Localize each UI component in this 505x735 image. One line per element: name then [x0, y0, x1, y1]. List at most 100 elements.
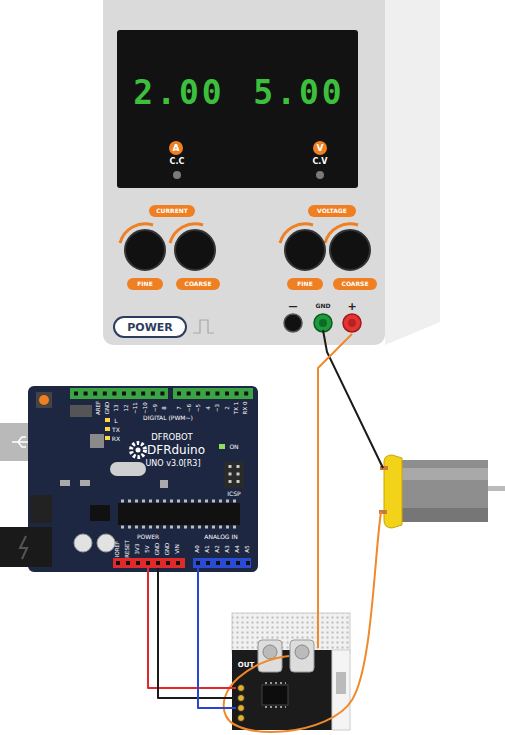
pin-name: A1 [205, 545, 211, 552]
knob-label: FINE [137, 281, 152, 287]
mode-label: C.V [312, 158, 327, 166]
power-supply [333, 278, 377, 290]
power-supply [330, 230, 370, 270]
power-supply [125, 230, 165, 270]
terminal-ground: GND [312, 298, 334, 334]
power-supply [193, 320, 214, 333]
pin-name: IOREF [115, 541, 121, 557]
power-supply [114, 317, 186, 337]
arduino-board [36, 392, 52, 408]
arduino-board [224, 462, 244, 488]
arduino-board [74, 534, 92, 552]
pin-name: 5V [145, 545, 151, 552]
header-pin: A0 [193, 540, 203, 568]
pin-name: RESET [125, 540, 131, 558]
header-title: POWER [137, 534, 159, 540]
dc-motor [488, 486, 505, 491]
header-title: ICSP [227, 491, 240, 497]
arduino-board [136, 448, 141, 453]
arduino-board [219, 444, 225, 449]
arduino-board [60, 480, 70, 486]
wire [148, 568, 236, 688]
pin-name: 7 [177, 406, 183, 410]
power-supply [308, 205, 356, 217]
header-pin: GND [153, 540, 163, 568]
pin-name: A2 [215, 545, 221, 552]
pin-name: A3 [225, 545, 231, 552]
pin-name: 4 [206, 406, 212, 410]
current-sensor [336, 672, 346, 694]
arduino-board [74, 392, 251, 396]
wire [318, 334, 352, 648]
pin-name: A0 [195, 545, 201, 552]
pin-name: ~6 [187, 404, 193, 412]
arduino-board [90, 434, 104, 448]
pin-name: GND [155, 543, 161, 556]
current-sensor [332, 650, 350, 730]
arduino-board [110, 462, 146, 476]
current-sensor [295, 645, 309, 659]
dc-motor [380, 466, 388, 470]
terminal-plus: + [341, 298, 363, 334]
knob-group-label: VOLTAGE [317, 208, 347, 214]
display-reading: 5.00 [253, 76, 344, 109]
board-brand: DFROBOT [151, 433, 193, 442]
terminal-label: GND [316, 303, 331, 309]
arduino-board [20, 536, 27, 559]
arduino-board [173, 388, 253, 399]
pin-name: TX 1 [234, 402, 240, 414]
current-sensor [238, 705, 245, 712]
header-title: ANALOG IN [204, 534, 237, 540]
power-button-label: POWER [127, 322, 173, 333]
power-supply [285, 230, 325, 270]
arduino-board [105, 427, 110, 431]
power-supply [313, 141, 327, 155]
pin-name: ~10 [143, 402, 149, 414]
arduino-board [30, 495, 52, 523]
dc-motor [400, 468, 488, 480]
power-supply [284, 314, 302, 332]
knob-label: COARSE [341, 281, 368, 287]
display-reading: 2.00 [133, 76, 224, 109]
power-supply [314, 314, 332, 332]
pin-name: GND [105, 402, 111, 415]
led-label: TX [112, 427, 120, 433]
arduino-board [105, 436, 110, 440]
header-pin: 5V [143, 540, 153, 568]
knob-label: COARSE [184, 281, 211, 287]
arduino-board [0, 527, 52, 567]
header-title: DIGITAL (PWM~) [143, 415, 193, 421]
power-supply [173, 171, 181, 179]
knob-label: FINE [297, 281, 312, 287]
power-supply [316, 171, 324, 179]
pin-name: 3V3 [135, 544, 141, 555]
wire [224, 512, 381, 732]
pin-name: 12 [124, 405, 130, 412]
wire [323, 330, 383, 468]
power-supply [348, 319, 356, 327]
pin-name: 8 [162, 406, 168, 410]
current-sensor-module: OUT [236, 648, 332, 730]
terminal-minus: — [282, 298, 304, 334]
power-supply [149, 205, 195, 217]
power-supply [319, 319, 327, 327]
arduino-board [113, 558, 185, 568]
current-sensor [262, 685, 288, 705]
arduino-board [80, 480, 90, 486]
power-supply [117, 30, 358, 188]
arduino-board [118, 503, 240, 525]
power-supply [175, 230, 215, 270]
led-label: RX [112, 436, 120, 442]
arduino-board [28, 386, 258, 572]
current-sensor [290, 640, 314, 672]
arduino-board [116, 561, 182, 565]
terminal-label: — [289, 302, 298, 311]
arduino-board [230, 465, 238, 486]
terminal-label: + [347, 301, 356, 312]
pin-name: ~3 [215, 404, 221, 412]
power-supply [343, 314, 361, 332]
arduino-board [0, 386, 258, 572]
